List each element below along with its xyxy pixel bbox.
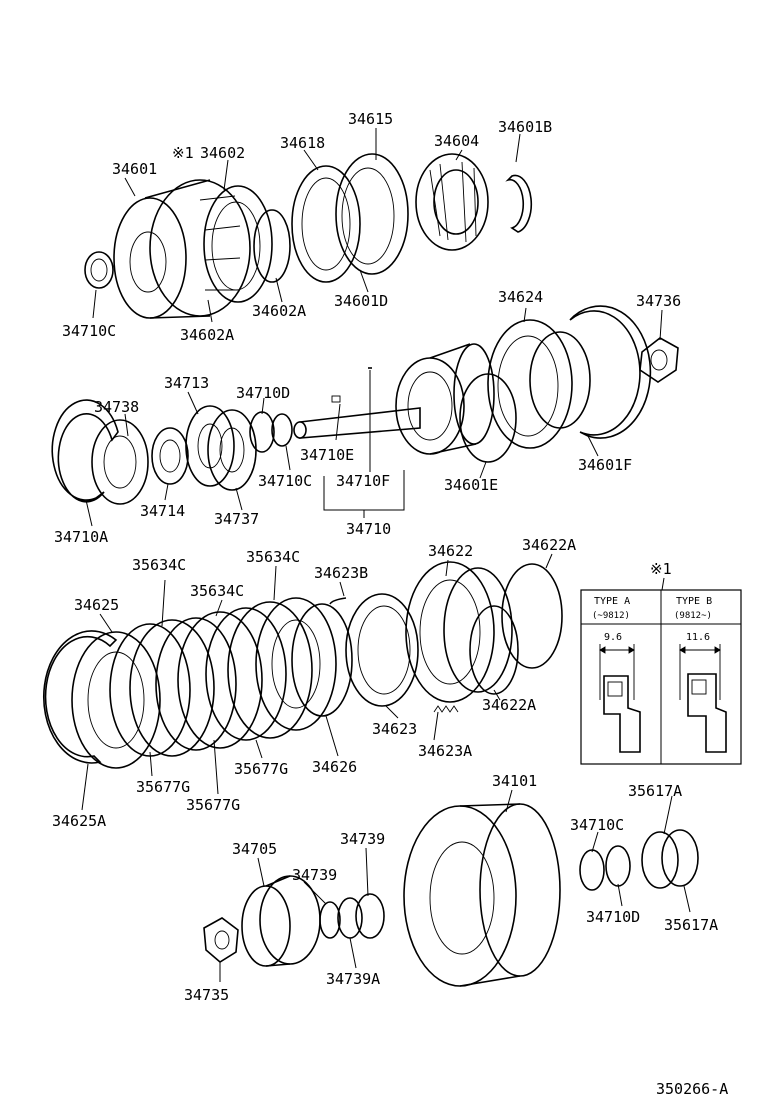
- label-34601b: 34601B: [498, 118, 552, 136]
- part-34624-hub: [487, 319, 591, 449]
- label-34738: 34738: [94, 398, 139, 416]
- part-34625a-snap-ring: [42, 630, 118, 764]
- label-34602-mark: ※1: [172, 144, 194, 162]
- part-34710-shaft-assembly: [293, 343, 495, 455]
- type-b-dimension: 11.6: [686, 632, 710, 643]
- label-34714: 34714: [140, 502, 185, 520]
- label-34710a: 34710A: [54, 528, 108, 546]
- label-34739a: 34739A: [326, 970, 380, 988]
- part-34714-bearing: [151, 427, 189, 485]
- label-34601: 34601: [112, 160, 157, 178]
- label-35634c-3: 35634C: [190, 582, 244, 600]
- part-34737-gear: [207, 409, 257, 491]
- label-34710c-top: 34710C: [62, 322, 116, 340]
- label-34710f: 34710F: [336, 472, 390, 490]
- label-34622: 34622: [428, 542, 473, 560]
- part-34705-hub: [241, 875, 321, 967]
- label-34623: 34623: [372, 720, 417, 738]
- type-table: ※1 TYPE A TYPE B (~9812) (9812~) 9.6 11.…: [580, 560, 742, 765]
- part-34739-bearing: [319, 893, 385, 939]
- label-34710c-bottom: 34710C: [570, 816, 624, 834]
- part-34101-transmission-case: [403, 803, 561, 987]
- part-34710c-washer: [271, 413, 293, 447]
- label-34626: 34626: [312, 758, 357, 776]
- label-34622a-top: 34622A: [522, 536, 576, 554]
- label-34710e: 34710E: [300, 446, 354, 464]
- label-34710c-mid: 34710C: [258, 472, 312, 490]
- label-34737: 34737: [214, 510, 259, 528]
- type-table-marker: ※1: [650, 560, 672, 578]
- label-34625a: 34625A: [52, 812, 106, 830]
- part-labels: 34601 ※1 34602 34618 34615 34604 34601B …: [52, 110, 718, 1004]
- label-35617a-top: 35617A: [628, 782, 682, 800]
- label-34710: 34710: [346, 520, 391, 538]
- type-b-range: (9812~): [674, 611, 712, 621]
- part-34623b-ring: [329, 597, 347, 605]
- label-34601d: 34601D: [334, 292, 388, 310]
- label-34736: 34736: [636, 292, 681, 310]
- label-35677g-1: 35677G: [136, 778, 190, 796]
- label-34713: 34713: [164, 374, 209, 392]
- label-34622a-bottom: 34622A: [482, 696, 536, 714]
- part-34625-plate: [71, 631, 161, 769]
- part-34602a-oring: [253, 209, 291, 283]
- part-34604-sprag: [415, 153, 489, 251]
- label-34601e: 34601E: [444, 476, 498, 494]
- label-34602a-bottom: 34602A: [180, 326, 234, 344]
- part-34626-plate: [291, 603, 353, 717]
- label-35634c-1: 35634C: [132, 556, 186, 574]
- label-34710d-bottom: 34710D: [586, 908, 640, 926]
- label-34623b: 34623B: [314, 564, 368, 582]
- part-34738-gear: [91, 419, 149, 505]
- part-34710c-seal-bottom: [579, 849, 605, 891]
- part-34601-clutch-drum: [113, 179, 251, 319]
- label-35677g-2: 35677G: [234, 760, 288, 778]
- type-b-name: TYPE B: [676, 596, 712, 607]
- part-34623-piston: [345, 593, 419, 707]
- label-34625: 34625: [74, 596, 119, 614]
- label-35634c-2: 35634C: [246, 548, 300, 566]
- part-34622a-oring-a: [501, 563, 563, 669]
- label-34601f: 34601F: [578, 456, 632, 474]
- label-34602a-right: 34602A: [252, 302, 306, 320]
- label-34615: 34615: [348, 110, 393, 128]
- part-34615-disc: [335, 153, 409, 275]
- label-34735: 34735: [184, 986, 229, 1004]
- part-34713-gear: [185, 405, 235, 487]
- part-34735-thrust-plate: [203, 917, 239, 963]
- leader-lines: [81, 128, 691, 982]
- clutch-disc-stack: [109, 597, 337, 757]
- part-34622a-oring-b: [469, 605, 519, 695]
- part-34601f-snap-ring: [569, 305, 652, 439]
- type-a-range: (~9812): [592, 611, 630, 621]
- part-34618-plate: [291, 165, 361, 283]
- type-a-dimension: 9.6: [604, 632, 622, 643]
- label-34623a: 34623A: [418, 742, 472, 760]
- part-35617a-rings: [641, 829, 699, 889]
- part-34602-piston: [203, 185, 273, 303]
- part-34623a-spring: [433, 705, 459, 713]
- label-35677g-3: 35677G: [186, 796, 240, 814]
- part-34710c-seal-top: [84, 251, 114, 289]
- label-34604: 34604: [434, 132, 479, 150]
- type-a-name: TYPE A: [594, 596, 630, 607]
- label-34624: 34624: [498, 288, 543, 306]
- part-34601b-snap-ring: [505, 174, 533, 233]
- label-34739-top: 34739: [340, 830, 385, 848]
- label-34710d-top: 34710D: [236, 384, 290, 402]
- part-34710d-bearing-bottom: [605, 845, 631, 887]
- diagram-code: 350266-A: [656, 1080, 728, 1098]
- label-34618: 34618: [280, 134, 325, 152]
- label-34602: 34602: [200, 144, 245, 162]
- label-34705: 34705: [232, 840, 277, 858]
- part-34622-return-spring: [405, 561, 513, 703]
- label-35617a-bottom: 35617A: [664, 916, 718, 934]
- part-34710a-snap-ring: [51, 399, 119, 503]
- label-34101: 34101: [492, 772, 537, 790]
- label-34739-mid: 34739: [292, 866, 337, 884]
